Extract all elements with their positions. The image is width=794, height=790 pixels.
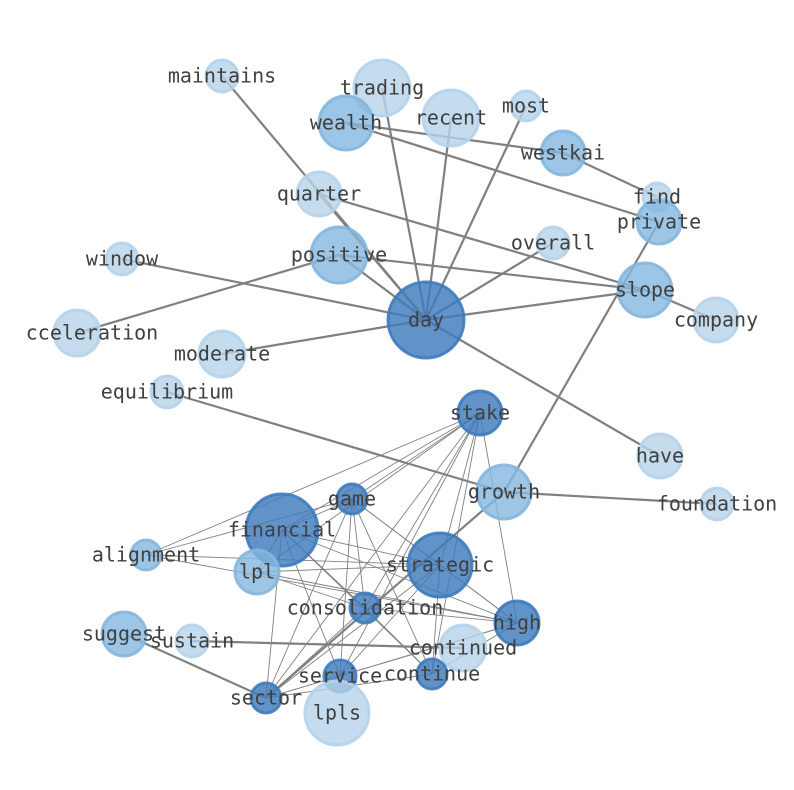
node-label-have: have (636, 444, 684, 468)
node-positive[interactable] (309, 225, 369, 285)
node-lpls[interactable] (303, 679, 371, 747)
node-label-sustain: sustain (150, 629, 234, 653)
node-label-service: service (298, 664, 382, 688)
edge-consolidation-high (364, 607, 518, 624)
node-acceleration[interactable] (52, 308, 102, 358)
edge-strategic-sector (265, 564, 441, 699)
edge-stake-game (351, 412, 481, 500)
node-continue[interactable] (415, 657, 449, 691)
node-label-recent: recent (415, 106, 487, 130)
node-recent[interactable] (421, 88, 481, 148)
node-label-financial: financial (228, 518, 336, 542)
node-layer (52, 58, 740, 747)
edge-stake-alignment (145, 412, 481, 556)
node-company[interactable] (692, 296, 740, 344)
node-overall[interactable] (535, 225, 571, 261)
label-layer: maintains trading most wealth recent westkai q… (26, 64, 777, 725)
edge-stake-consolidation (364, 412, 481, 609)
node-label-suggest: suggest (82, 622, 166, 646)
node-label-slope: slope (615, 278, 675, 302)
node-label-stake: stake (450, 401, 510, 425)
node-have[interactable] (636, 432, 684, 480)
node-label-moderate: moderate (174, 342, 270, 366)
edge-game-continue (351, 498, 433, 675)
node-label-most: most (502, 94, 550, 118)
edge-lpl-high (256, 571, 518, 624)
node-label-maintains: maintains (168, 64, 276, 88)
node-maintains[interactable] (204, 58, 240, 94)
node-westkai[interactable] (539, 129, 587, 177)
node-label-consolidation: consolidation (287, 596, 444, 620)
node-alignment[interactable] (129, 538, 163, 572)
node-label-window: window (86, 247, 159, 271)
node-label-lpls: lpls (313, 701, 361, 725)
node-private[interactable] (635, 198, 683, 246)
node-label-westkai: westkai (521, 141, 605, 165)
edge-stake-service (339, 412, 481, 677)
node-suggest[interactable] (100, 610, 148, 658)
edge-stake-financial (281, 412, 481, 531)
node-label-positive: positive (291, 243, 387, 267)
node-high[interactable] (493, 599, 541, 647)
node-moderate[interactable] (197, 329, 247, 379)
node-trading[interactable] (352, 58, 412, 118)
node-label-private: private (617, 210, 701, 234)
edge-positive-slope (338, 253, 646, 292)
node-label-alignment: alignment (92, 543, 200, 567)
node-label-continue: continue (384, 662, 480, 686)
node-label-strategic: strategic (386, 553, 494, 577)
node-label-foundation: foundation (657, 492, 777, 516)
edge-wealth-private (345, 121, 660, 224)
node-window[interactable] (104, 241, 140, 277)
node-label-lpl: lpl (239, 560, 275, 584)
edge-consolidation-sector (265, 607, 366, 699)
node-label-company: company (674, 308, 758, 332)
node-day[interactable] (386, 280, 466, 360)
edge-game-consolidation (351, 498, 366, 609)
edge-day-have (425, 319, 661, 457)
node-label-trading: trading (340, 76, 424, 100)
edge-alignment-high (145, 554, 518, 624)
node-sustain[interactable] (174, 623, 210, 659)
node-lpl[interactable] (233, 548, 281, 596)
node-game[interactable] (335, 482, 369, 516)
node-label-sector: sector (230, 686, 302, 710)
node-slope[interactable] (616, 261, 674, 319)
node-quarter[interactable] (295, 170, 343, 218)
node-financial[interactable] (244, 492, 320, 568)
node-label-overall: overall (511, 231, 595, 255)
node-label-wealth: wealth (310, 111, 382, 135)
edge-financial-high (281, 529, 518, 624)
node-label-high: high (493, 611, 541, 635)
node-equilibrium[interactable] (149, 374, 185, 410)
node-sector[interactable] (249, 681, 283, 715)
edge-quarter-slope (318, 192, 646, 292)
node-label-acceleration: cceleration (26, 321, 158, 345)
node-stake[interactable] (456, 389, 504, 437)
node-consolidation[interactable] (348, 591, 382, 625)
edge-game-service (339, 498, 353, 677)
node-most[interactable] (509, 89, 543, 123)
node-label-find: find (633, 185, 681, 209)
node-label-game: game (328, 487, 376, 511)
edge-suggest-sector (123, 632, 267, 700)
edge-growth-equilibrium (166, 390, 505, 494)
node-growth[interactable] (475, 463, 533, 521)
node-wealth[interactable] (317, 94, 375, 152)
node-strategic[interactable] (406, 531, 474, 599)
node-label-quarter: quarter (277, 182, 361, 206)
node-label-growth: growth (468, 480, 540, 504)
edge-positive-acceleration (76, 253, 340, 335)
node-label-day: day (408, 308, 444, 332)
edge-growth-foundation (503, 490, 718, 506)
node-continued[interactable] (438, 623, 488, 673)
node-label-equilibrium: equilibrium (101, 380, 233, 404)
node-foundation[interactable] (699, 486, 735, 522)
edge-growth-sector (265, 491, 505, 699)
node-label-continued: continued (409, 636, 517, 660)
edge-day-window (121, 257, 427, 322)
edge-stake-sector (265, 412, 481, 699)
